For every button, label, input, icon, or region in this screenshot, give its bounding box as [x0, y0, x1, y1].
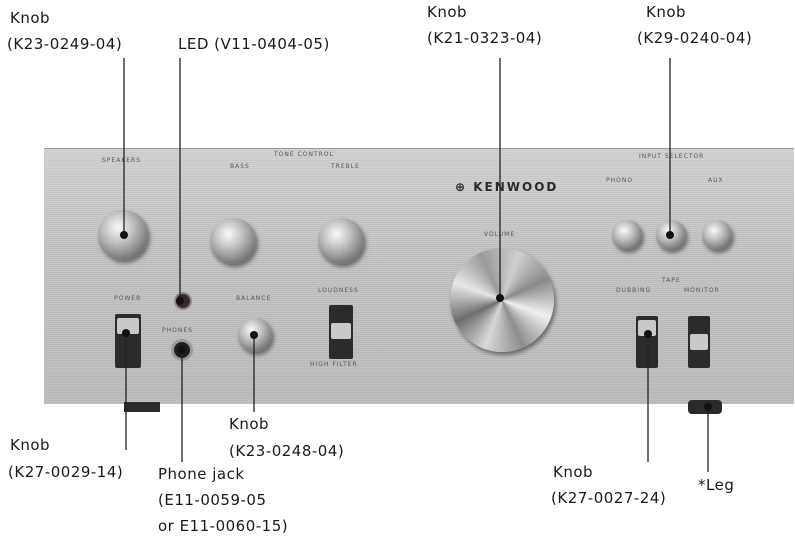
callout-tape-knob-part: (K27-0027-24)	[551, 489, 667, 507]
callout-power-knob-part: (K27-0029-14)	[8, 463, 124, 481]
panel-label-phones: PHONES	[162, 327, 193, 334]
callout-balance-knob-part: (K23-0248-04)	[229, 442, 345, 460]
callout-phone-jack-line1: Phone jack	[158, 465, 245, 483]
callout-phone-jack-line2: (E11-0059-05	[158, 491, 267, 509]
callout-input-knob-title: Knob	[646, 3, 687, 21]
left-foot	[124, 402, 160, 412]
brand-logo: ⊕ KENWOOD	[455, 180, 558, 194]
panel-label-aux: AUX	[708, 177, 724, 184]
brand-name: KENWOOD	[473, 180, 559, 194]
callout-led: LED (V11-0404-05)	[178, 35, 330, 53]
marker-balance-knob	[250, 331, 258, 339]
tape-monitor-switch[interactable]	[688, 316, 710, 368]
panel-label-input-selector: INPUT SELECTOR	[639, 153, 705, 160]
panel-label-loudness: LOUDNESS	[318, 287, 359, 294]
marker-tape-knob	[644, 330, 652, 338]
callout-balance-knob-title: Knob	[229, 415, 270, 433]
callout-input-knob-part: (K29-0240-04)	[637, 29, 753, 47]
panel-label-power: POWER	[114, 295, 142, 302]
panel-label-treble: TREBLE	[331, 163, 360, 170]
panel-label-dubbing: DUBBING	[616, 287, 652, 294]
callout-leg: *Leg	[698, 476, 735, 494]
panel-label-monitor: MONITOR	[684, 287, 720, 294]
callout-speaker-knob-title: Knob	[10, 9, 51, 27]
callout-tape-knob-title: Knob	[553, 463, 594, 481]
panel-label-balance: BALANCE	[236, 295, 272, 302]
panel-label-phono: PHONO	[606, 177, 634, 184]
brand-icon: ⊕	[455, 180, 468, 194]
panel-label-tone-control: TONE CONTROL	[274, 151, 334, 158]
phono-selector-knob[interactable]	[612, 220, 642, 250]
marker-leg	[704, 403, 712, 411]
marker-input-knob	[666, 231, 674, 239]
marker-phone-jack	[178, 346, 186, 354]
callout-power-knob-title: Knob	[10, 436, 51, 454]
loudness-switch-lever	[331, 323, 351, 339]
callout-speaker-knob-part: (K23-0249-04)	[7, 35, 123, 53]
panel-label-tape: TAPE	[662, 277, 681, 284]
callout-volume-knob-title: Knob	[427, 3, 468, 21]
marker-power-knob	[122, 329, 130, 337]
marker-volume-knob	[496, 294, 504, 302]
panel-label-bass: BASS	[230, 163, 250, 170]
panel-label-high-filter: HIGH FILTER	[310, 361, 358, 368]
tape-monitor-switch-lever	[690, 334, 708, 350]
bass-knob[interactable]	[210, 218, 256, 264]
panel-label-volume: VOLUME	[484, 231, 515, 238]
power-switch[interactable]	[115, 314, 141, 368]
amplifier-front-panel: SPEAKERS TONE CONTROL BASS TREBLE VOLUME…	[44, 148, 794, 404]
callout-volume-knob-part: (K21-0323-04)	[427, 29, 543, 47]
panel-label-speakers: SPEAKERS	[102, 157, 142, 164]
loudness-switch[interactable]	[329, 305, 353, 359]
marker-speaker-knob	[120, 231, 128, 239]
aux-selector-knob[interactable]	[702, 220, 732, 250]
treble-knob[interactable]	[318, 218, 364, 264]
marker-led	[176, 297, 184, 305]
callout-phone-jack-line3: or E11-0060-15)	[158, 517, 289, 535]
